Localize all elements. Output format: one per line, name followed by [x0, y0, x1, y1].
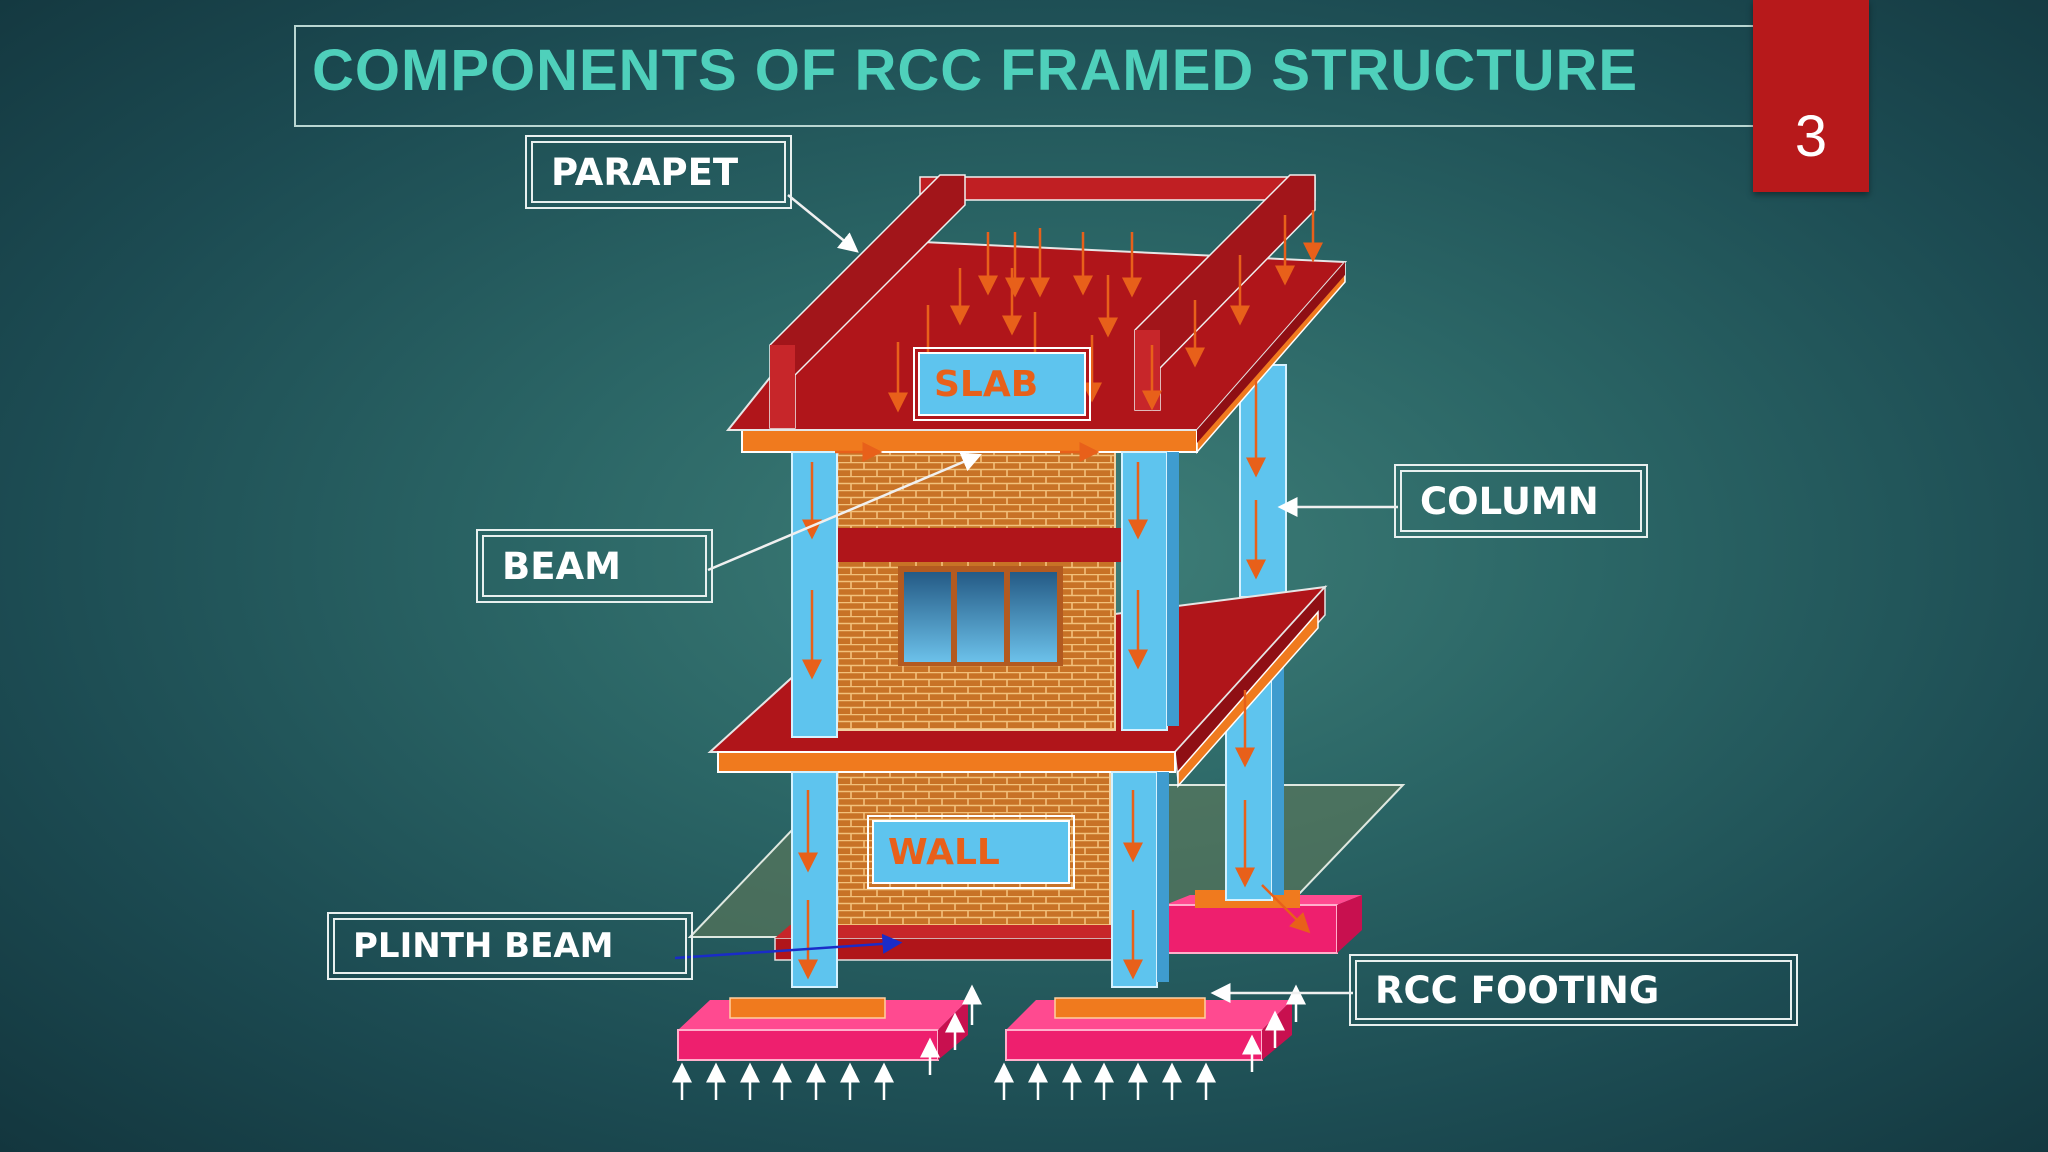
wall-label-box: WALL — [867, 815, 1075, 889]
first-floor-wall — [828, 451, 1128, 731]
lintel — [828, 528, 1128, 562]
plinth-beam-label: PLINTH BEAM — [327, 912, 693, 980]
beam-label-text: BEAM — [502, 544, 621, 588]
title-box: COMPONENTS OF RCC FRAMED STRUCTURE — [294, 25, 1792, 127]
column-label: COLUMN — [1394, 464, 1648, 538]
slab-load-arrows — [888, 210, 1323, 413]
beam-leader — [707, 452, 982, 572]
parapet-label-text: PARAPET — [551, 150, 739, 194]
column-front-right — [1111, 451, 1179, 988]
parapet-label: PARAPET — [525, 135, 792, 209]
column-front-left — [791, 451, 838, 988]
slide-title: COMPONENTS OF RCC FRAMED STRUCTURE — [312, 38, 1639, 103]
plinth-beam-label-text: PLINTH BEAM — [353, 926, 614, 966]
column-label-text: COLUMN — [1420, 479, 1599, 523]
parapet-leader — [787, 194, 859, 253]
rcc-footing-front-left — [677, 997, 968, 1061]
slab-label: SLAB — [934, 363, 1039, 405]
window — [898, 566, 1063, 666]
column-load-arrows — [798, 380, 1311, 980]
parapet-walls — [769, 174, 1316, 429]
soil-reaction-arrows — [672, 984, 1306, 1100]
page-number: 3 — [1794, 104, 1828, 169]
beam-label: BEAM — [476, 529, 713, 603]
plinth-beam-leader — [674, 933, 903, 960]
page-number-tab: 3 — [1753, 0, 1869, 192]
rcc-footing-label-text: RCC FOOTING — [1375, 968, 1660, 1012]
rcc-footing-back — [1164, 890, 1362, 954]
rcc-footing-front-right — [1005, 997, 1292, 1061]
rcc-footing-label: RCC FOOTING — [1349, 954, 1798, 1026]
leader-lines — [707, 194, 1398, 1003]
slab-label-box: SLAB — [913, 347, 1091, 421]
wall-label: WALL — [888, 831, 1000, 873]
